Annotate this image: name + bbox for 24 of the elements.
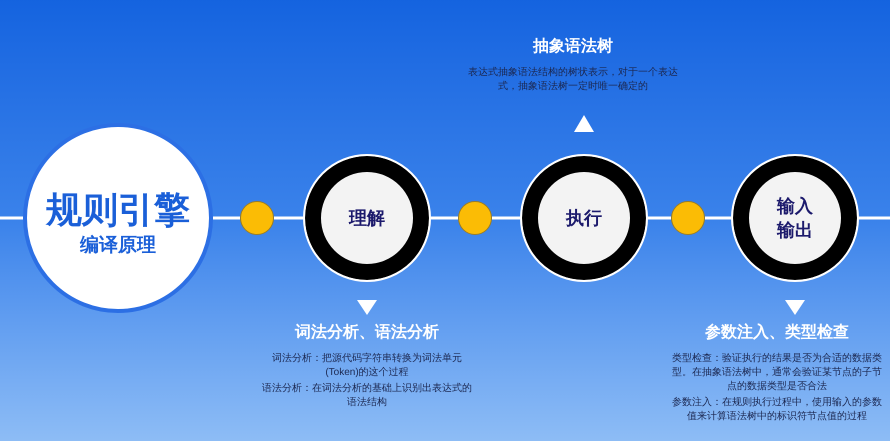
step-label: 输入输出: [776, 195, 814, 242]
description: 参数注入：在规则执行过程中，使用输入的参数值来计算语法树中的标识符节点值的过程: [671, 396, 883, 424]
step-label: 执行: [564, 207, 603, 230]
timeline-line: [213, 216, 240, 220]
timeline-line: [705, 216, 731, 220]
title-text: 规则引擎: [46, 190, 190, 230]
pointer-triangle: [357, 300, 377, 315]
timeline-line: [492, 216, 520, 220]
timeline-line: [431, 216, 458, 220]
timeline-line: [274, 216, 303, 220]
timeline-line: [0, 216, 23, 220]
description: 语法分析：在词法分析的基础上识别出表达式的语法结构: [261, 382, 473, 410]
description: 词法分析：把源代码字符串转换为词法单元(Token)的这个过程: [271, 352, 463, 380]
heading: 抽象语法树: [533, 36, 613, 57]
heading: 参数注入、类型检查: [705, 322, 849, 343]
description: 类型检查：验证执行的结果是否为合适的数据类型。在抽象语法树中，通常会验证某节点的子节点的数据类型是否合法: [671, 352, 883, 394]
subtitle-text: 编译原理: [80, 234, 156, 258]
step-label: 理解: [348, 207, 386, 230]
pointer-triangle: [785, 300, 805, 315]
heading: 词法分析、语法分析: [295, 322, 439, 343]
pointer-triangle: [574, 115, 594, 132]
timeline-line: [648, 216, 671, 220]
description: 表达式抽象语法结构的树状表示，对于一个表达式，抽象语法树一定时唯一确定的: [467, 66, 679, 94]
timeline-line: [859, 216, 890, 220]
